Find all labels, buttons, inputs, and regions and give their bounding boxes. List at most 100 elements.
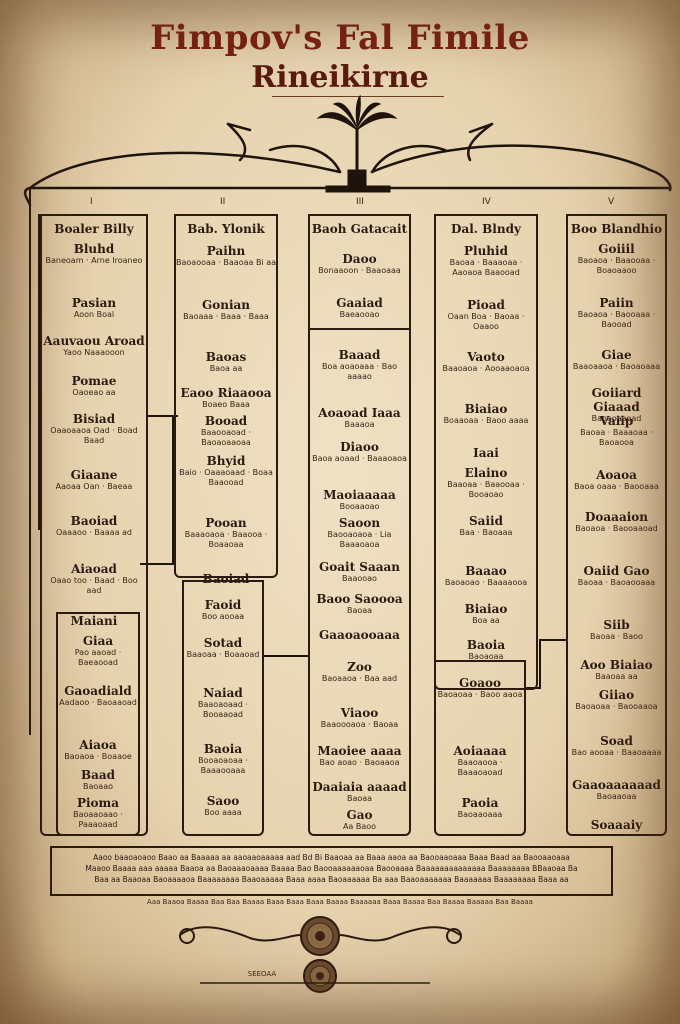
notes-line: Baa aa Baaoaa Baoaaaaoa Baaaaaaaa Baaoaa… <box>94 875 569 884</box>
generation-label: II <box>220 197 226 207</box>
flourish-ornament-icon <box>179 926 301 942</box>
notes-line: Aaoo baaoaoaoo Baao aa Baaaaa aa aaoaaoa… <box>93 853 570 862</box>
family-member: Baoiad <box>202 572 250 586</box>
family-member: Bab. Ylonik <box>187 222 265 236</box>
title-underline <box>272 96 444 97</box>
wax-seal-icon <box>300 916 340 956</box>
notes-line: Maaoo Baaaa aaa aaaaa Baaoa aa Baoaaaoaa… <box>85 864 578 873</box>
family-member: Dal. Blndy <box>451 222 521 236</box>
family-member: Baoh Gatacait <box>311 222 408 236</box>
generation-label: IV <box>482 197 491 207</box>
column-divider <box>310 328 409 330</box>
family-member: Gaaoaooaaa <box>319 628 400 642</box>
generation-label: III <box>356 197 364 207</box>
wax-seal-icon <box>303 959 337 993</box>
main-branches <box>23 122 672 207</box>
generation-label: V <box>608 197 615 207</box>
notes-box: Aaoo baaoaoaoo Baao aa Baaaaa aa aaoaaoa… <box>50 846 613 896</box>
family-member: Boo Blandhio <box>570 222 663 236</box>
bottom-ornament <box>179 916 462 993</box>
flourish-ornament-icon <box>339 926 461 942</box>
family-member: Iaai <box>473 446 499 460</box>
family-member: Maiani <box>70 614 118 628</box>
generation-label: I <box>90 197 93 207</box>
page-title: Fimpov's Fal Fimile <box>150 18 530 58</box>
footer-label: SEEOAA <box>247 970 277 978</box>
family-member: Soaaaiy <box>590 818 643 832</box>
page-subtitle: Rineikirne <box>251 60 429 95</box>
palm-tree-icon <box>316 94 398 193</box>
